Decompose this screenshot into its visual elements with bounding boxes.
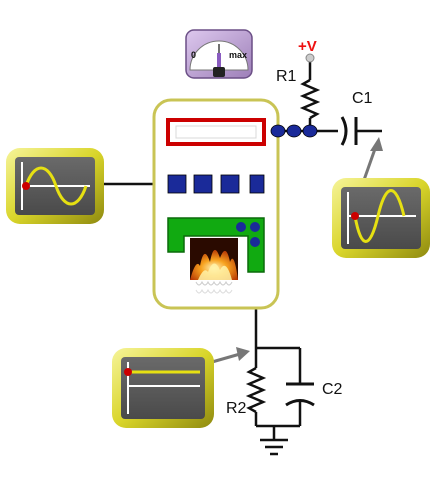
meter-max-label: max <box>229 50 247 60</box>
display-panel[interactable] <box>166 118 266 146</box>
r2-label: R2 <box>226 400 247 417</box>
scope-node-dc[interactable] <box>112 348 214 428</box>
c2-label: C2 <box>322 381 343 398</box>
capacitor-c2[interactable]: C2 <box>285 381 343 407</box>
microcontroller-board[interactable] <box>152 98 280 310</box>
probe-arrow-node <box>211 347 250 364</box>
capacitor-c1[interactable]: C1 <box>340 90 382 146</box>
ground-symbol-icon <box>260 438 288 456</box>
flame-icon <box>190 238 238 294</box>
input-ports[interactable] <box>167 174 265 194</box>
probe-arrow-c1 <box>362 137 383 181</box>
resistor-r1[interactable]: R1 <box>276 68 321 120</box>
output-port-dots[interactable] <box>270 124 318 138</box>
r1-label: R1 <box>276 68 297 85</box>
supply-label: +V <box>298 38 317 55</box>
analog-meter-icon[interactable]: 0 max <box>185 29 253 79</box>
supply-terminal[interactable]: +V <box>298 38 317 63</box>
scope-input-sine[interactable] <box>6 148 104 224</box>
scope-output-c1[interactable] <box>332 178 430 258</box>
resistor-r2[interactable]: R2 <box>226 366 267 417</box>
meter-min-label: 0 <box>191 50 196 60</box>
c1-label: C1 <box>352 90 373 107</box>
output-block[interactable] <box>167 217 265 273</box>
